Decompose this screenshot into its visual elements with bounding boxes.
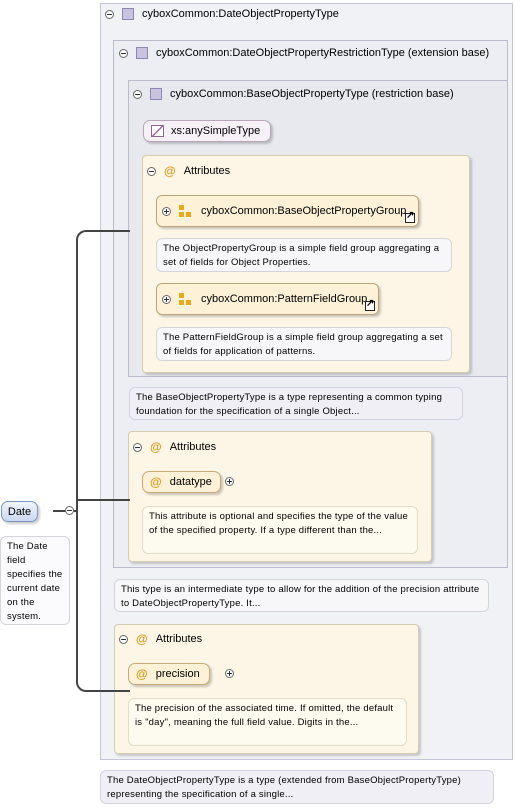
complex-type-icon	[136, 47, 148, 59]
attribute-icon: @	[150, 440, 162, 454]
connector-line	[76, 230, 130, 692]
base-attributes-header[interactable]: @ Attributes	[147, 164, 230, 178]
attribute-precision[interactable]: @ precision	[128, 663, 210, 685]
group-pattern-field-group[interactable]: cyboxCommon:PatternFieldGroup	[156, 283, 379, 315]
group-name: cyboxCommon:BaseObjectPropertyGroup	[201, 205, 407, 217]
attributes-label: Attributes	[183, 165, 231, 177]
attribute-name: precision	[155, 668, 200, 680]
connector-line	[76, 499, 130, 501]
root-element-note: The Date field specifies the current dat…	[0, 536, 70, 625]
collapse-toggle-icon[interactable]	[133, 89, 142, 99]
expand-toggle-icon[interactable]	[162, 294, 171, 304]
attribute-icon: @	[164, 164, 176, 178]
type-name: cyboxCommon:BaseObjectPropertyType (rest…	[170, 88, 454, 100]
link-arrow-icon[interactable]	[365, 298, 375, 311]
simple-type-pill[interactable]: xs:anySimpleType	[143, 120, 271, 142]
collapse-toggle-icon[interactable]	[65, 506, 75, 515]
base-type-note: The BaseObjectPropertyType is a type rep…	[129, 387, 463, 420]
group-note: The ObjectPropertyGroup is a simple fiel…	[156, 238, 452, 272]
restriction-type-header[interactable]: cyboxCommon:DateObjectPropertyRestrictio…	[119, 47, 489, 59]
collapse-toggle-icon[interactable]	[105, 9, 114, 19]
collapse-toggle-icon[interactable]	[133, 442, 142, 452]
attribute-group-icon	[179, 292, 192, 306]
complex-type-icon	[122, 8, 134, 20]
link-arrow-icon[interactable]	[405, 210, 415, 223]
type-name: cyboxCommon:DateObjectPropertyType	[142, 8, 339, 20]
root-element-date[interactable]: Date	[1, 501, 38, 522]
date-object-property-type-header[interactable]: cyboxCommon:DateObjectPropertyType	[105, 8, 339, 20]
attribute-group-icon	[179, 204, 192, 218]
expand-toggle-icon[interactable]	[162, 206, 171, 216]
outer-attributes-header[interactable]: @ Attributes	[119, 632, 202, 646]
restriction-attributes-header[interactable]: @ Attributes	[133, 440, 216, 454]
group-base-object-property-group[interactable]: cyboxCommon:BaseObjectPropertyGroup	[156, 195, 419, 227]
complex-type-icon	[150, 88, 162, 100]
attribute-icon: @	[136, 667, 148, 681]
expand-toggle-icon[interactable]	[225, 669, 235, 678]
connector-line	[53, 510, 77, 512]
collapse-toggle-icon[interactable]	[119, 634, 128, 644]
type-name: cyboxCommon:DateObjectPropertyRestrictio…	[156, 47, 490, 59]
attributes-label: Attributes	[155, 633, 203, 645]
group-note: The PatternFieldGroup is a simple field …	[156, 327, 452, 361]
collapse-toggle-icon[interactable]	[147, 166, 156, 176]
root-element-name: Date	[7, 505, 32, 518]
group-name: cyboxCommon:PatternFieldGroup	[201, 293, 368, 305]
datatype-note: This attribute is optional and specifies…	[142, 506, 418, 554]
expand-toggle-icon[interactable]	[225, 477, 234, 486]
attribute-icon: @	[150, 475, 162, 489]
simple-type-name: xs:anySimpleType	[171, 125, 261, 137]
attribute-icon: @	[136, 632, 148, 646]
simple-type-icon	[151, 125, 164, 137]
attributes-label: Attributes	[169, 441, 217, 453]
attribute-datatype[interactable]: @ datatype	[142, 471, 221, 493]
restriction-type-note: This type is an intermediate type to all…	[114, 579, 489, 612]
collapse-toggle-icon[interactable]	[119, 48, 128, 58]
outer-type-note: The DateObjectPropertyType is a type (ex…	[100, 770, 494, 804]
base-type-header[interactable]: cyboxCommon:BaseObjectPropertyType (rest…	[133, 88, 454, 100]
attribute-name: datatype	[169, 476, 212, 488]
precision-note: The precision of the associated time. If…	[128, 698, 407, 746]
